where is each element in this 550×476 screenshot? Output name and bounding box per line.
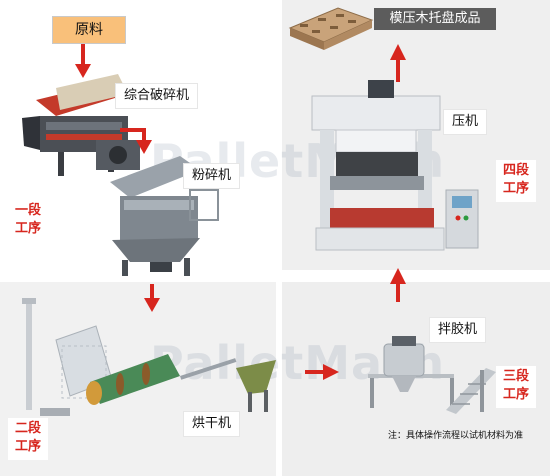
pallet-product-image [288, 7, 374, 50]
stage1-line1: 一段 [14, 203, 41, 218]
pulverizer-image [110, 156, 219, 276]
flow-arrows [75, 44, 406, 380]
stage3-line2: 工序 [502, 387, 529, 402]
raw-material-label: 原料 [52, 16, 126, 44]
stage2-badge: 二段 工序 [8, 418, 48, 460]
stage2-line1: 二段 [14, 421, 41, 436]
press-image [311, 80, 479, 251]
stage2-line2: 工序 [14, 439, 41, 454]
stage4-line1: 四段 [502, 163, 529, 178]
stage1-line2: 工序 [14, 221, 41, 236]
footnote: 注：具体操作流程以试机材料为准 [388, 431, 524, 441]
dryer-label: 烘干机 [184, 412, 240, 436]
stage3-badge: 三段 工序 [496, 366, 536, 408]
crusher-image [22, 74, 140, 176]
glue-mixer-label: 拌胶机 [430, 318, 486, 342]
glue-mixer-image [368, 336, 496, 414]
stage1-badge: 一段 工序 [8, 200, 48, 242]
press-label: 压机 [444, 110, 487, 134]
stage4-badge: 四段 工序 [496, 160, 536, 202]
dryer-image [22, 298, 276, 416]
final-product-label: 模压木托盘成品 [374, 8, 496, 30]
stage3-line1: 三段 [502, 369, 529, 384]
crusher-label: 综合破碎机 [116, 84, 198, 108]
stage4-line2: 工序 [502, 181, 529, 196]
pulverizer-label: 粉碎机 [184, 164, 240, 188]
